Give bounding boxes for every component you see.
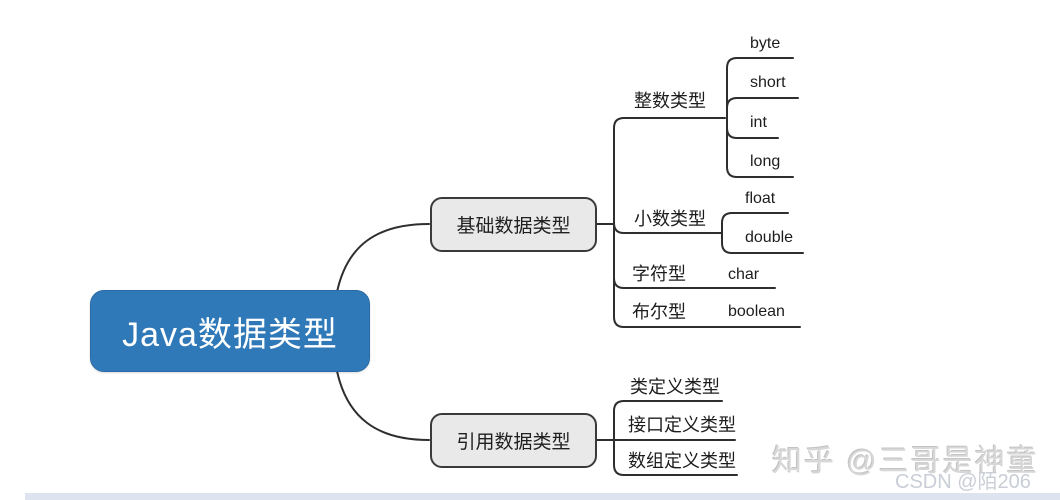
branch-node-reference-types: 引用数据类型 bbox=[430, 413, 597, 468]
connector-root-to-reference bbox=[336, 370, 430, 441]
leaf-label-byte: byte bbox=[750, 35, 781, 52]
leaf-label-int: int bbox=[750, 114, 767, 131]
category-label-interface-type: 接口定义类型 bbox=[628, 415, 736, 435]
leaf-label-char: char bbox=[728, 266, 760, 283]
leaf-label-short: short bbox=[750, 74, 786, 91]
branch-node-basic-types: 基础数据类型 bbox=[430, 197, 597, 252]
category-label-decimal: 小数类型 bbox=[634, 209, 706, 229]
leaf-label-float: float bbox=[745, 190, 776, 207]
category-label-char: 字符型 bbox=[632, 264, 686, 284]
watermark-zhihu: 知乎 @三哥是神童 bbox=[772, 445, 1039, 478]
root-node-label: Java数据类型 bbox=[122, 315, 338, 354]
leaf-label-double: double bbox=[745, 229, 794, 246]
leaf-label-boolean: boolean bbox=[728, 303, 785, 320]
category-label-array-type: 数组定义类型 bbox=[628, 451, 736, 471]
watermark-csdn: CSDN @陌206 bbox=[895, 471, 1031, 493]
category-label-integer: 整数类型 bbox=[634, 91, 706, 111]
category-label-class-type: 类定义类型 bbox=[630, 377, 720, 397]
connector-leaf-short bbox=[726, 97, 799, 109]
branch-node-label: 引用数据类型 bbox=[456, 432, 571, 453]
bottom-border-strip bbox=[25, 493, 1060, 500]
connector-root-to-basic bbox=[336, 223, 430, 293]
root-node-java-data-types: Java数据类型 bbox=[90, 290, 370, 372]
leaf-label-long: long bbox=[750, 153, 781, 170]
branch-node-label: 基础数据类型 bbox=[456, 216, 571, 237]
category-label-boolean: 布尔型 bbox=[632, 302, 686, 322]
